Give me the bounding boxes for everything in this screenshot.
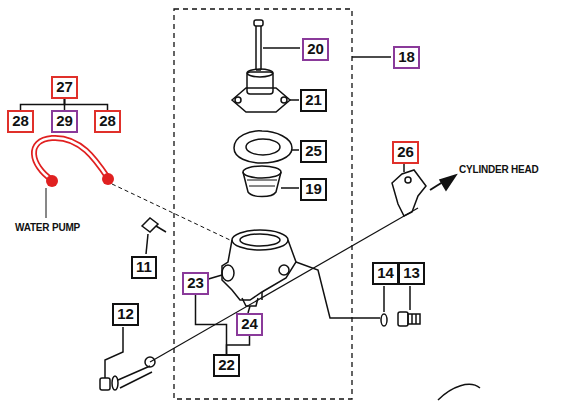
callout-box: 12 xyxy=(112,303,139,326)
callout-number: 26 xyxy=(397,143,414,160)
callout-box: 28 xyxy=(94,110,121,133)
callout-box: 24 xyxy=(236,313,263,336)
callout-box: 28 xyxy=(7,110,34,133)
hose-core xyxy=(34,138,108,180)
callout-number: 13 xyxy=(403,264,420,281)
callout-box: 14 xyxy=(372,262,399,285)
callout-number: 24 xyxy=(241,315,258,332)
callout-box: 26 xyxy=(392,141,419,164)
leader xyxy=(112,184,230,240)
callout-number: 12 xyxy=(117,305,134,322)
callout-box: 11 xyxy=(131,256,157,279)
callout-number: 20 xyxy=(307,40,324,57)
leader xyxy=(409,286,411,310)
callout-box: 25 xyxy=(300,140,327,163)
bolt xyxy=(100,357,155,390)
callout-number: 25 xyxy=(305,142,322,159)
clamp xyxy=(102,173,114,185)
leader xyxy=(46,188,47,218)
callout-box: 13 xyxy=(398,262,425,285)
partial-part xyxy=(438,384,480,400)
callout-number: 11 xyxy=(136,258,152,275)
callout-number: 18 xyxy=(398,48,415,65)
leader xyxy=(248,306,250,313)
leader xyxy=(352,56,391,58)
parts xyxy=(34,9,480,400)
callout-number: 14 xyxy=(377,264,394,281)
callout-box: 21 xyxy=(300,89,327,112)
thermostat-cover xyxy=(232,69,290,112)
part-label: WATER PUMP xyxy=(14,222,81,233)
leader xyxy=(105,327,123,378)
callout-box: 18 xyxy=(393,46,420,69)
callout-number: 28 xyxy=(12,112,29,129)
callout-box: 27 xyxy=(51,76,78,99)
callout-box: 20 xyxy=(302,38,329,61)
callout-number: 21 xyxy=(305,91,322,108)
kit-outline xyxy=(174,9,352,399)
bracket-line xyxy=(227,336,250,354)
callout-number: 19 xyxy=(305,180,322,197)
leader xyxy=(383,286,385,312)
callout-box: 29 xyxy=(51,110,78,133)
bracket-line xyxy=(21,99,65,110)
callout-number: 27 xyxy=(56,78,73,95)
callout-box: 23 xyxy=(182,272,209,295)
gasket xyxy=(234,131,292,163)
thermostat-housing xyxy=(222,230,296,306)
part-label: CYLINDER HEAD xyxy=(458,164,540,175)
clamp xyxy=(46,175,58,187)
leader xyxy=(146,234,148,254)
bolt xyxy=(254,20,263,70)
callout-number: 29 xyxy=(56,112,73,129)
leader xyxy=(290,99,299,101)
gasket xyxy=(392,170,426,216)
callout-number: 28 xyxy=(99,112,116,129)
callout-number: 23 xyxy=(187,274,204,291)
bracket-line xyxy=(65,99,108,110)
leader xyxy=(403,164,405,172)
bolt xyxy=(398,312,420,326)
callout-box: 22 xyxy=(213,354,240,377)
arrow-head xyxy=(440,175,456,190)
leader xyxy=(292,149,299,151)
leader xyxy=(150,208,418,362)
leader xyxy=(263,47,300,49)
hose xyxy=(34,138,108,180)
thermostat xyxy=(243,166,281,197)
callout-box: 19 xyxy=(300,178,327,201)
sensor xyxy=(142,218,166,232)
callout-number: 22 xyxy=(218,356,235,373)
washer xyxy=(381,314,387,326)
leader xyxy=(281,187,299,189)
bracket-line xyxy=(196,295,227,354)
